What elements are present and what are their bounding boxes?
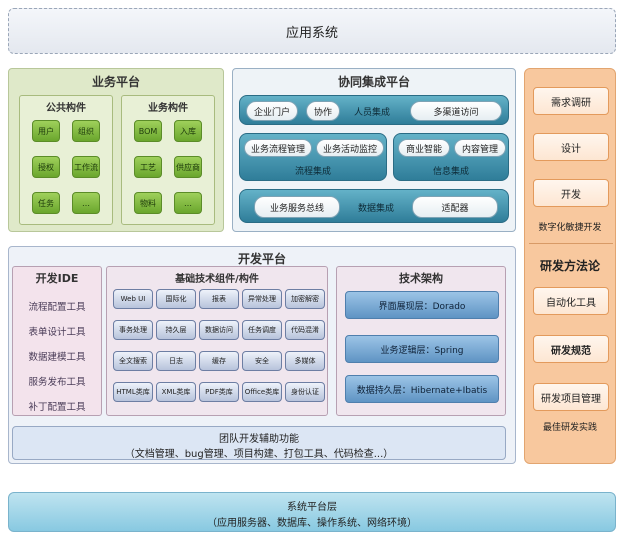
business-components-title: 业务构件 <box>148 103 188 114</box>
business-platform: 业务平台 公共构件 用户 组织 授权 工作流 任务 … 业务构件 BOM 入库 … <box>8 68 224 232</box>
process-integration-group: 业务流程管理 业务活动监控 流程集成 <box>239 133 387 181</box>
component-stock-in[interactable]: 入库 <box>174 120 202 142</box>
bam-pill[interactable]: 业务活动监控 <box>316 139 384 157</box>
application-system-layer: 应用系统 <box>8 8 616 54</box>
bpm-pill[interactable]: 业务流程管理 <box>244 139 312 157</box>
business-logic-layer-button[interactable]: 业务逻辑层：Spring <box>345 335 499 363</box>
team-dev-support-desc: （文档管理、bug管理、项目构建、打包工具、代码检查...） <box>124 449 394 460</box>
tech-component-button[interactable]: 身份认证 <box>285 382 325 402</box>
tech-component-button[interactable]: 事务处理 <box>113 320 153 340</box>
application-system-label: 应用系统 <box>285 25 338 41</box>
tech-component-button[interactable]: 数据访问 <box>199 320 239 340</box>
tech-component-button[interactable]: 报表 <box>199 289 239 309</box>
component-user[interactable]: 用户 <box>32 120 60 142</box>
methodology-divider <box>529 243 613 244</box>
methodology-title: 研发方法论 <box>539 258 600 273</box>
data-integration-group: 业务服务总线 数据集成 适配器 <box>239 189 509 223</box>
business-components-box: 业务构件 BOM 入库 工艺 供应商 物料 … <box>121 95 215 225</box>
system-platform-layer: 系统平台层 （应用服务器、数据库、操作系统、网络环境） <box>8 492 616 532</box>
tech-component-button[interactable]: 代码混淆 <box>285 320 325 340</box>
tech-architecture-box: 技术架构 界面展现层：Dorado 业务逻辑层：Spring 数据持久层：Hib… <box>336 266 506 416</box>
tech-component-button[interactable]: XML类库 <box>156 382 196 402</box>
adapter-pill[interactable]: 适配器 <box>412 196 498 218</box>
people-integration-label: 人员集成 <box>353 107 390 118</box>
component-process[interactable]: 工艺 <box>134 156 162 178</box>
ide-item-data-modeling[interactable]: 数据建模工具 <box>28 352 86 363</box>
tech-component-button[interactable]: Web UI <box>113 289 153 309</box>
tech-component-button[interactable]: 持久层 <box>156 320 196 340</box>
ide-item-flow-config[interactable]: 流程配置工具 <box>28 302 86 313</box>
ide-title: 开发IDE <box>35 272 79 285</box>
tech-component-button[interactable]: 多媒体 <box>285 351 325 371</box>
component-supplier[interactable]: 供应商 <box>174 156 202 178</box>
tech-component-button[interactable]: 安全 <box>242 351 282 371</box>
base-tech-components-title: 基础技术组件/构件 <box>175 273 259 285</box>
presentation-layer-button[interactable]: 界面展现层：Dorado <box>345 291 499 319</box>
collaboration-platform-title: 协同集成平台 <box>337 75 410 89</box>
tech-component-button[interactable]: Office类库 <box>242 382 282 402</box>
business-intelligence-pill[interactable]: 商业智能 <box>398 139 450 157</box>
information-integration-label: 信息集成 <box>432 166 469 177</box>
methodology-column: 需求调研 设计 开发 数字化敏捷开发 研发方法论 自动化工具 研发规范 研发项目… <box>524 68 616 464</box>
people-integration-group: 企业门户 协作 人员集成 多渠道访问 <box>239 95 509 125</box>
team-dev-support-title: 团队开发辅助功能 <box>219 434 299 445</box>
component-authorization[interactable]: 授权 <box>32 156 60 178</box>
business-platform-title: 业务平台 <box>91 75 140 89</box>
public-components-box: 公共构件 用户 组织 授权 工作流 任务 … <box>19 95 113 225</box>
tech-component-button[interactable]: 全文搜索 <box>113 351 153 371</box>
dev-standards-button[interactable]: 研发规范 <box>533 335 609 363</box>
content-management-pill[interactable]: 内容管理 <box>454 139 506 157</box>
tech-component-button[interactable]: PDF类库 <box>199 382 239 402</box>
ide-box: 开发IDE 流程配置工具 表单设计工具 数据建模工具 服务发布工具 补丁配置工具 <box>12 266 102 416</box>
team-dev-support-box: 团队开发辅助功能 （文档管理、bug管理、项目构建、打包工具、代码检查...） <box>12 426 506 460</box>
multichannel-access-pill[interactable]: 多渠道访问 <box>410 101 502 121</box>
tech-component-button[interactable]: 异常处理 <box>242 289 282 309</box>
development-button[interactable]: 开发 <box>533 179 609 207</box>
component-task[interactable]: 任务 <box>32 192 60 214</box>
component-more[interactable]: … <box>72 192 100 214</box>
component-workflow[interactable]: 工作流 <box>72 156 100 178</box>
collaboration-platform: 协同集成平台 企业门户 协作 人员集成 多渠道访问 业务流程管理 业务活动监控 … <box>232 68 516 232</box>
project-management-button[interactable]: 研发项目管理 <box>533 383 609 411</box>
enterprise-portal-pill[interactable]: 企业门户 <box>246 101 298 121</box>
system-platform-title: 系统平台层 <box>287 502 337 513</box>
automation-tools-button[interactable]: 自动化工具 <box>533 287 609 315</box>
information-integration-group: 商业智能 内容管理 信息集成 <box>393 133 509 181</box>
component-organization[interactable]: 组织 <box>72 120 100 142</box>
public-components-title: 公共构件 <box>46 103 86 114</box>
component-material[interactable]: 物料 <box>134 192 162 214</box>
collaboration-pill[interactable]: 协作 <box>306 101 340 121</box>
persistence-layer-button[interactable]: 数据持久层：Hibernate+Ibatis <box>345 375 499 403</box>
agile-development-label: 数字化敏捷开发 <box>538 222 602 233</box>
ide-item-service-publish[interactable]: 服务发布工具 <box>28 377 86 388</box>
design-button[interactable]: 设计 <box>533 133 609 161</box>
development-platform-title: 开发平台 <box>237 251 286 266</box>
ide-item-patch-config[interactable]: 补丁配置工具 <box>28 402 86 413</box>
tech-architecture-title: 技术架构 <box>399 272 443 285</box>
process-integration-label: 流程集成 <box>294 166 331 177</box>
ide-item-form-design[interactable]: 表单设计工具 <box>28 327 86 338</box>
component-more-business[interactable]: … <box>174 192 202 214</box>
system-platform-desc: （应用服务器、数据库、操作系统、网络环境） <box>207 518 417 529</box>
tech-component-button[interactable]: 日志 <box>156 351 196 371</box>
tech-component-button[interactable]: 缓存 <box>199 351 239 371</box>
tech-component-button[interactable]: 任务调度 <box>242 320 282 340</box>
component-bom[interactable]: BOM <box>134 120 162 142</box>
data-integration-label: 数据集成 <box>357 203 394 214</box>
tech-component-button[interactable]: HTML类库 <box>113 382 153 402</box>
tech-component-button[interactable]: 加密解密 <box>285 289 325 309</box>
service-bus-pill[interactable]: 业务服务总线 <box>254 196 340 218</box>
tech-component-button[interactable]: 国际化 <box>156 289 196 309</box>
best-practice-label: 最佳研发实践 <box>542 422 597 433</box>
requirements-research-button[interactable]: 需求调研 <box>533 87 609 115</box>
